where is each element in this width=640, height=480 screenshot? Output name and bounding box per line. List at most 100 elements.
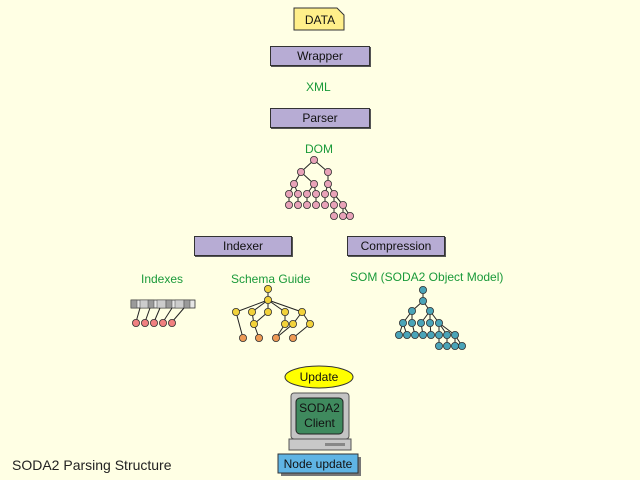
index-structure: [130, 299, 196, 327]
wrapper-label: Wrapper: [297, 49, 343, 63]
dom-node: [284, 200, 293, 209]
som-node: [394, 330, 403, 339]
dom-node: [293, 189, 302, 198]
som-node: [442, 341, 451, 350]
dom-node: [320, 189, 329, 198]
schema-node: [288, 333, 297, 342]
parser-label: Parser: [302, 111, 338, 125]
dom-node: [293, 200, 302, 209]
dom-node: [296, 167, 305, 176]
soda2-client-computer-icon: [288, 392, 352, 451]
schema-node: [280, 307, 289, 316]
index-array-cell: [156, 299, 167, 309]
som-node: [398, 318, 407, 327]
node-update-box: [277, 453, 359, 474]
schema-guide-label: Schema Guide: [231, 272, 311, 286]
som-node: [418, 296, 427, 305]
dom-node: [338, 211, 347, 220]
dom-node: [329, 211, 338, 220]
index-array-cell: [165, 299, 173, 309]
som-node: [450, 341, 459, 350]
dom-label: DOM: [305, 142, 333, 156]
index-array-cell: [147, 299, 155, 309]
update-label: Update: [300, 370, 339, 384]
client-line1-label: SODA2: [299, 401, 340, 415]
som-node: [425, 306, 434, 315]
som-node: [407, 306, 416, 315]
schema-node: [263, 284, 272, 293]
schema-node: [280, 319, 289, 328]
data-document-shape: [293, 7, 345, 31]
node-update-label: Node update: [284, 457, 353, 471]
dom-node: [329, 189, 338, 198]
schema-node: [297, 307, 306, 316]
wrapper-box: Wrapper: [270, 46, 370, 66]
dom-node: [302, 189, 311, 198]
som-node: [434, 341, 443, 350]
index-node: [149, 318, 158, 327]
diagram-caption: SODA2 Parsing Structure: [12, 457, 172, 473]
dom-node: [284, 189, 293, 198]
dom-node: [323, 179, 332, 188]
client-line2-label: Client: [304, 416, 335, 430]
tree-edge: [235, 299, 269, 313]
som-node: [434, 330, 443, 339]
schema-node: [288, 319, 297, 328]
compression-label: Compression: [360, 239, 432, 253]
dom-node: [345, 211, 354, 220]
dom-node: [311, 200, 320, 209]
index-array-cell: [130, 299, 138, 309]
schema-guide-tree: [231, 284, 314, 342]
som-label: SOM (SODA2 Object Model): [350, 270, 504, 284]
schema-node: [247, 307, 256, 316]
schema-node: [263, 295, 272, 304]
indexer-box: Indexer: [194, 236, 292, 256]
som-node: [450, 330, 459, 339]
dom-node: [309, 179, 318, 188]
dom-node: [302, 200, 311, 209]
schema-node: [263, 307, 272, 316]
som-node: [410, 330, 419, 339]
index-node: [167, 318, 176, 327]
index-array-cell: [174, 299, 185, 309]
data-label: DATA: [305, 13, 335, 27]
som-node: [425, 318, 434, 327]
index-array-cell: [139, 299, 150, 309]
dom-node: [289, 179, 298, 188]
dom-node: [338, 200, 347, 209]
tree-edge: [235, 311, 244, 339]
schema-node: [254, 333, 263, 342]
som-node: [442, 330, 451, 339]
som-node: [402, 330, 411, 339]
index-node: [158, 318, 167, 327]
som-node: [418, 285, 427, 294]
som-node: [457, 341, 466, 350]
schema-node: [249, 319, 258, 328]
dom-node: [320, 200, 329, 209]
som-tree: [394, 285, 466, 350]
som-node: [418, 330, 427, 339]
som-node: [434, 318, 443, 327]
compression-box: Compression: [347, 236, 445, 256]
xml-label: XML: [306, 80, 331, 94]
som-node: [416, 318, 425, 327]
schema-node: [271, 333, 280, 342]
schema-node: [231, 307, 240, 316]
schema-node: [305, 319, 314, 328]
dom-node: [311, 189, 320, 198]
dom-node: [329, 200, 338, 209]
indexer-label: Indexer: [222, 239, 264, 253]
index-node: [140, 318, 149, 327]
index-array-cell: [183, 299, 191, 309]
schema-node: [238, 333, 247, 342]
som-node: [426, 330, 435, 339]
dom-node: [323, 167, 332, 176]
tree-edge: [267, 299, 303, 313]
dom-tree: [284, 155, 354, 220]
som-node: [407, 318, 416, 327]
parser-box: Parser: [270, 108, 370, 128]
update-ellipse: [284, 365, 354, 389]
indexes-label: Indexes: [141, 272, 184, 286]
index-node: [131, 318, 140, 327]
